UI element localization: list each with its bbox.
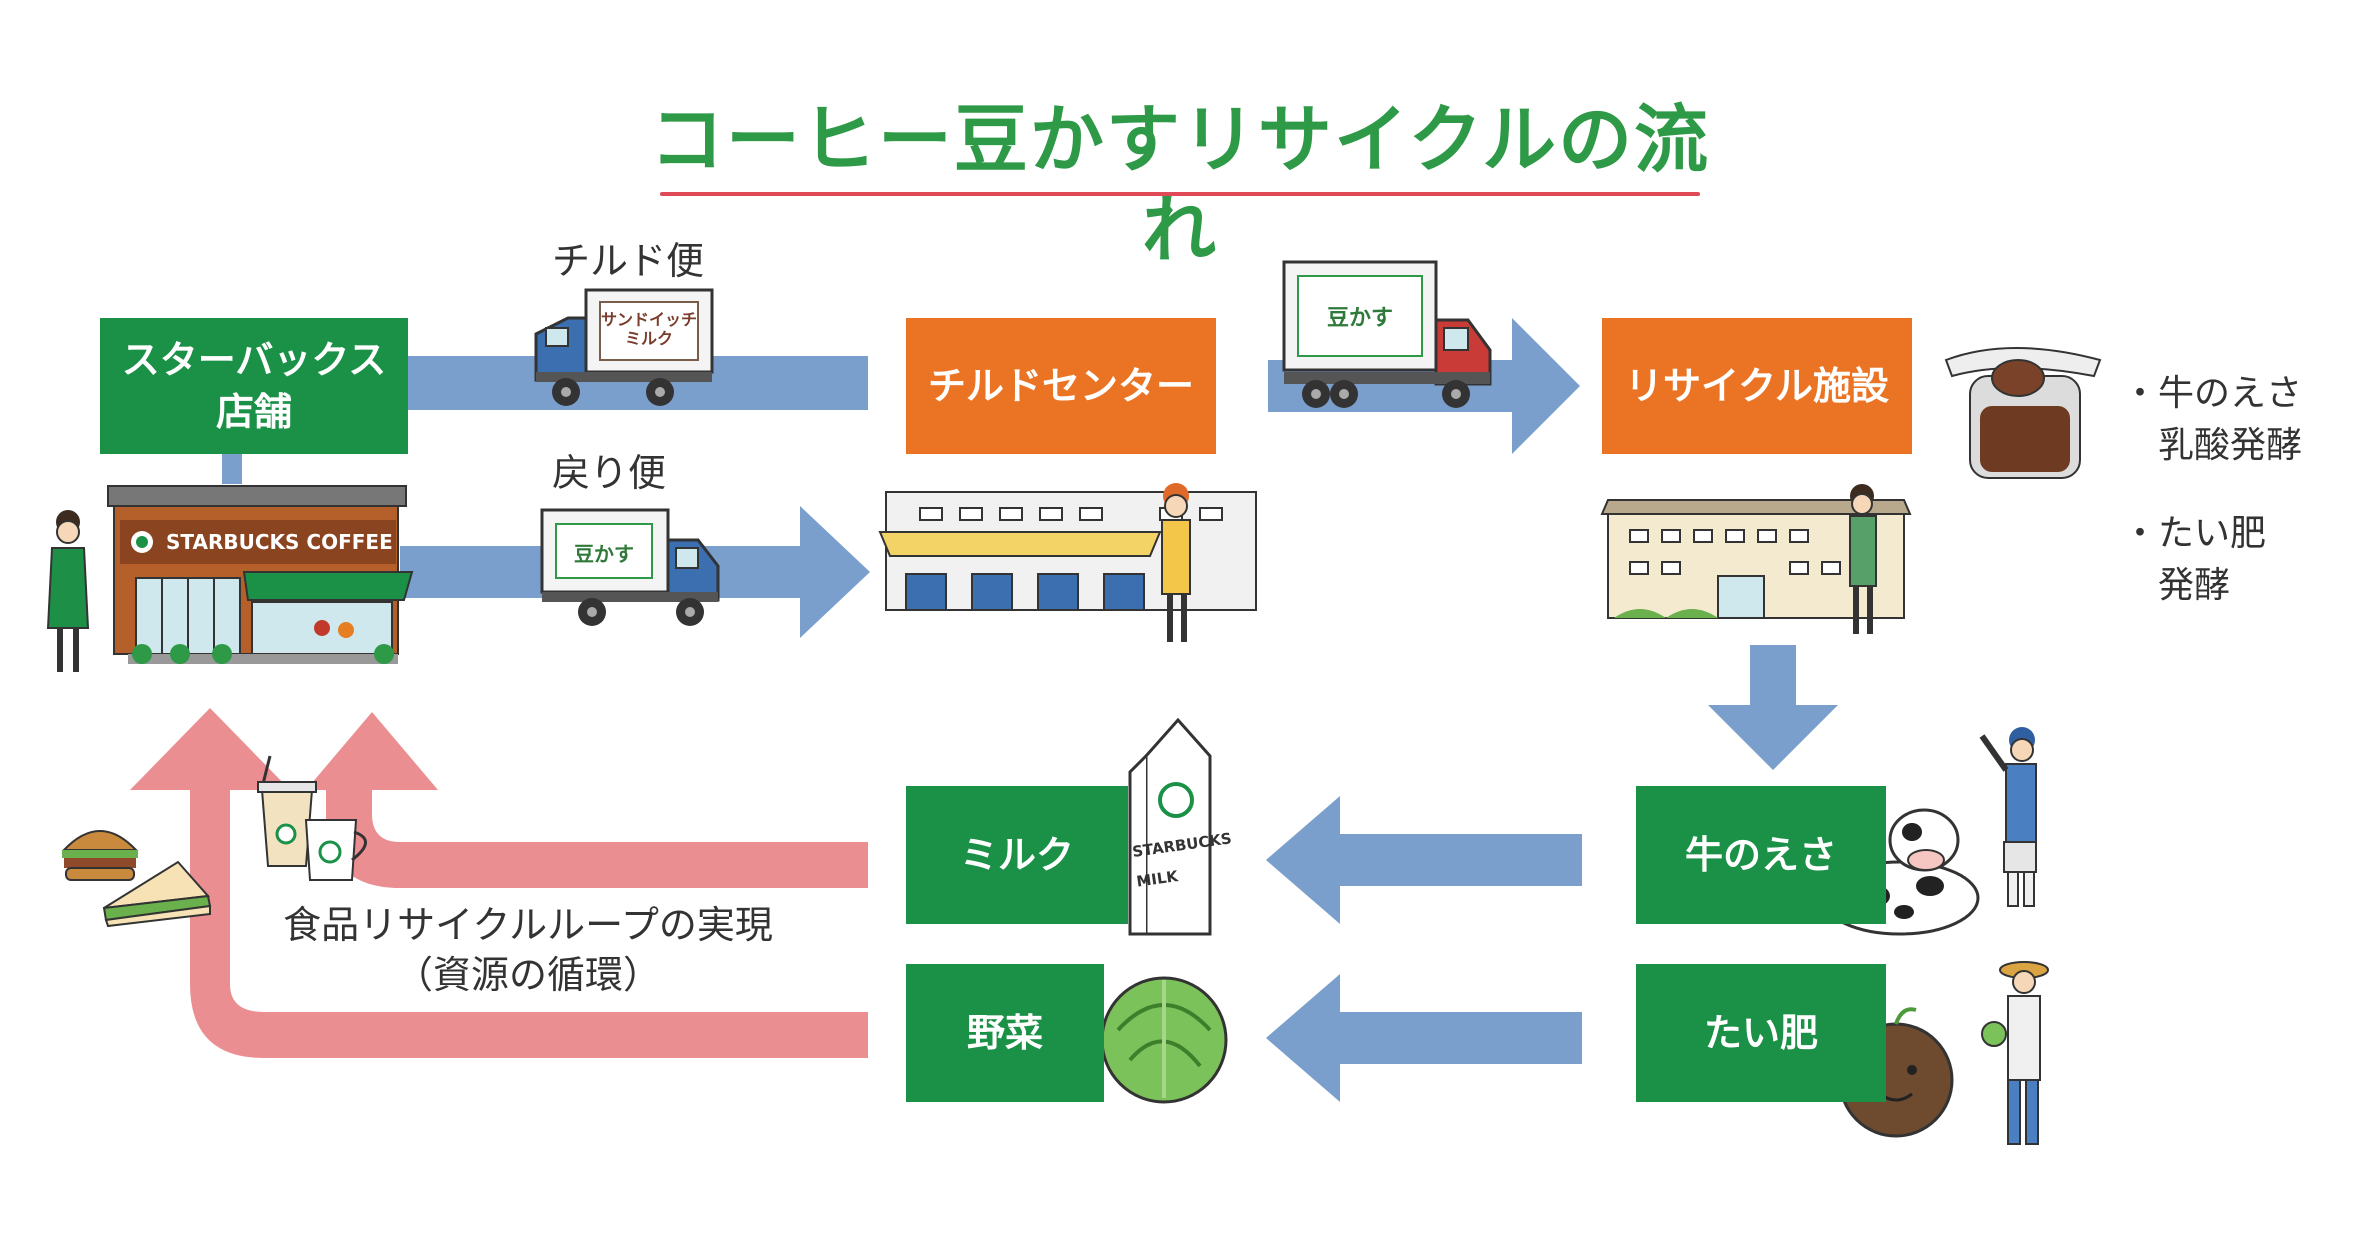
node-recycle-facility: リサイクル施設 bbox=[1602, 318, 1912, 454]
truck-large-cargo: 豆かす bbox=[1326, 306, 1393, 331]
node-store: スターバックス 店舗 bbox=[100, 318, 408, 454]
truck-outbound-cargo: サンドイッチ ミルク bbox=[600, 310, 697, 348]
title-underline bbox=[660, 192, 1700, 196]
sandwich-icon bbox=[102, 860, 212, 928]
warehouse-icon bbox=[878, 491, 1257, 611]
node-chilled-center: チルドセンター bbox=[906, 318, 1216, 454]
store-sign-text: STARBUCKS COFFEE bbox=[166, 530, 393, 554]
truck-icon-outbound bbox=[534, 288, 714, 406]
node-cattle-feed: 牛のえさ bbox=[1636, 786, 1886, 924]
truck-icon-large bbox=[1282, 260, 1492, 408]
loop-arrows bbox=[130, 708, 868, 1058]
loop-caption: 食品リサイクルループの実現 （資源の循環） bbox=[283, 903, 773, 997]
coffee-grounds-jar-icon bbox=[1944, 347, 2102, 479]
farmer-icon-dairy bbox=[1979, 727, 2037, 907]
milk-carton-icon bbox=[1128, 717, 1212, 936]
arrow-to-facility bbox=[1268, 318, 1580, 454]
arrow-to-milk bbox=[1266, 796, 1582, 924]
route-outbound-label: チルド便 bbox=[552, 239, 705, 283]
arrow-to-veg bbox=[1266, 974, 1582, 1102]
node-vegetables: 野菜 bbox=[906, 964, 1104, 1102]
loop-arrow-outer bbox=[130, 708, 868, 1058]
node-compost: たい肥 bbox=[1636, 964, 1886, 1102]
process-compost-note: ・たい肥 発酵 bbox=[2122, 513, 2267, 606]
burger-icon bbox=[61, 830, 139, 881]
coffee-cup-icon bbox=[257, 755, 367, 881]
page-title: コーヒー豆かすリサイクルの流れ bbox=[649, 97, 1711, 273]
store-icon bbox=[107, 485, 414, 664]
farmer-icon-veg bbox=[1981, 961, 2049, 1145]
route-return-label: 戻り便 bbox=[552, 451, 667, 495]
worker-icon-center bbox=[1161, 483, 1191, 642]
cabbage-icon bbox=[1100, 976, 1228, 1104]
loop-arrow-inner bbox=[306, 712, 868, 888]
worker-icon-facility bbox=[1849, 484, 1877, 634]
barista-icon bbox=[46, 510, 90, 672]
process-feed-note: ・牛のえさ 乳酸発酵 bbox=[2122, 373, 2303, 466]
truck-icon-return bbox=[540, 508, 720, 626]
truck-return-cargo: 豆かす bbox=[574, 542, 634, 566]
node-milk: ミルク bbox=[906, 786, 1128, 924]
arrow-down bbox=[1708, 645, 1838, 770]
